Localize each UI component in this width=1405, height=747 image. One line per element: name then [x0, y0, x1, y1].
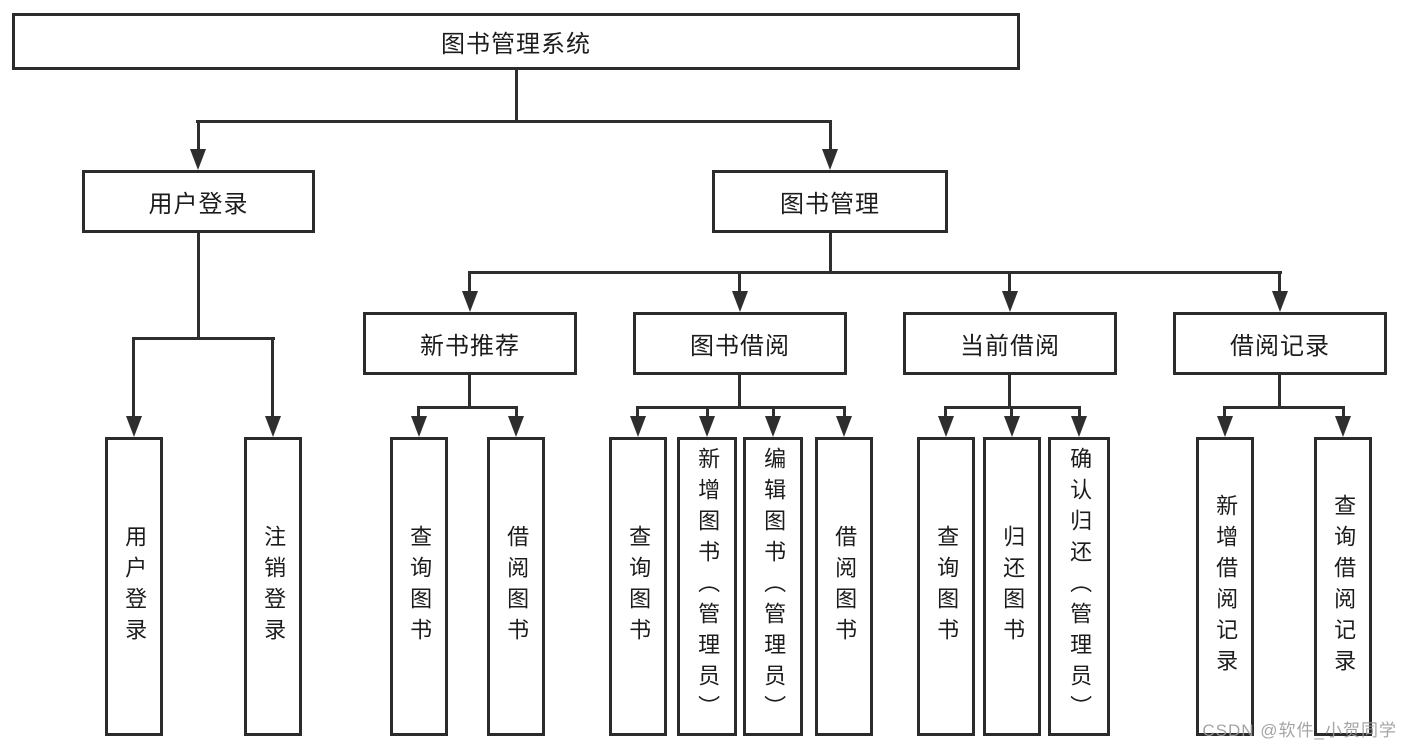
node-nbr-borrow-book: 借阅图书 [487, 437, 545, 736]
connector-segment [1008, 271, 1011, 293]
connector-segment [772, 406, 775, 418]
connector-segment [515, 68, 518, 123]
arrowhead-down-icon [462, 291, 478, 312]
node-label: 用户登录 [122, 524, 148, 649]
arrowhead-down-icon [411, 416, 427, 437]
connector-segment [468, 373, 471, 409]
connector-segment [417, 406, 420, 418]
node-br-add-record: 新增借阅记录 [1196, 437, 1254, 736]
arrowhead-down-icon [1004, 416, 1020, 437]
arrowhead-down-icon [190, 149, 206, 170]
node-cb-query-book: 查询图书 [917, 437, 975, 736]
arrowhead-down-icon [732, 291, 748, 312]
arrowhead-down-icon [699, 416, 715, 437]
arrowhead-down-icon [1335, 416, 1351, 437]
connector-segment [271, 337, 274, 418]
arrowhead-down-icon [938, 416, 954, 437]
node-borrow-records: 借阅记录 [1173, 312, 1387, 375]
arrowhead-down-icon [765, 416, 781, 437]
node-cb-confirm-return-admin: 确认归还（管理员） [1048, 437, 1110, 736]
arrowhead-down-icon [1071, 416, 1087, 437]
node-label: 查询图书 [626, 524, 652, 649]
connector-segment [829, 231, 832, 274]
connector-segment [738, 271, 741, 293]
connector-segment [132, 337, 275, 340]
arrowhead-down-icon [265, 416, 281, 437]
connector-segment [843, 406, 846, 418]
connector-segment [1223, 406, 1226, 418]
node-logout: 注销登录 [244, 437, 302, 736]
arrowhead-down-icon [508, 416, 524, 437]
connector-segment [1008, 373, 1011, 409]
node-label: 编辑图书（管理员） [761, 447, 787, 726]
node-label: 注销登录 [261, 524, 287, 649]
node-label: 借阅图书 [504, 524, 530, 649]
node-label: 查询图书 [407, 524, 433, 649]
node-label: 查询图书 [934, 524, 960, 649]
arrowhead-down-icon [1217, 416, 1233, 437]
connector-segment [636, 406, 639, 418]
connector-segment [197, 120, 200, 151]
node-root: 图书管理系统 [12, 13, 1020, 70]
connector-segment [944, 406, 947, 418]
node-bb-add-book-admin: 新增图书（管理员） [677, 437, 737, 736]
connector-segment [1078, 406, 1081, 418]
node-user-login: 用户登录 [82, 170, 315, 233]
arrowhead-down-icon [630, 416, 646, 437]
node-label: 借阅记录 [1230, 333, 1330, 360]
node-label: 新增图书（管理员） [695, 447, 721, 726]
connector-segment [1010, 406, 1013, 418]
connector-segment [132, 337, 135, 418]
connector-segment [468, 271, 1282, 274]
node-new-book-recommend: 新书推荐 [363, 312, 577, 375]
node-login: 用户登录 [105, 437, 163, 736]
node-bb-query-book: 查询图书 [609, 437, 667, 736]
connector-segment [1278, 373, 1281, 409]
watermark: CSDN @软件_小贺同学 [1202, 721, 1397, 740]
node-label: 归还图书 [1000, 524, 1026, 649]
node-root-label: 图书管理系统 [441, 31, 591, 58]
node-br-query-record: 查询借阅记录 [1314, 437, 1372, 736]
arrowhead-down-icon [836, 416, 852, 437]
node-label: 新书推荐 [420, 333, 520, 360]
connector-segment [196, 120, 832, 123]
node-label: 图书借阅 [690, 333, 790, 360]
connector-segment [706, 406, 709, 418]
arrowhead-down-icon [1002, 291, 1018, 312]
connector-segment [738, 373, 741, 409]
connector-segment [197, 231, 200, 340]
node-label: 新增借阅记录 [1213, 493, 1239, 680]
node-label: 确认归还（管理员） [1067, 447, 1093, 726]
node-label: 图书管理 [780, 191, 880, 218]
connector-segment [1223, 406, 1345, 409]
arrowhead-down-icon [822, 149, 838, 170]
node-cb-return-book: 归还图书 [983, 437, 1041, 736]
node-label: 当前借阅 [960, 333, 1060, 360]
node-book-borrow: 图书借阅 [633, 312, 847, 375]
connector-segment [1342, 406, 1345, 418]
node-label: 查询借阅记录 [1331, 493, 1357, 680]
node-bb-borrow-book: 借阅图书 [815, 437, 873, 736]
connector-segment [636, 406, 846, 409]
node-label: 用户登录 [148, 191, 249, 218]
node-bb-edit-book-admin: 编辑图书（管理员） [743, 437, 803, 736]
arrowhead-down-icon [1272, 291, 1288, 312]
connector-segment [468, 271, 471, 293]
connector-segment [417, 406, 518, 409]
connector-segment [829, 120, 832, 151]
node-current-borrow: 当前借阅 [903, 312, 1117, 375]
arrowhead-down-icon [126, 416, 142, 437]
node-book-mgmt: 图书管理 [712, 170, 948, 233]
node-nbr-query-book: 查询图书 [390, 437, 448, 736]
connector-segment [1278, 271, 1281, 293]
node-label: 借阅图书 [832, 524, 858, 649]
connector-segment [515, 406, 518, 418]
